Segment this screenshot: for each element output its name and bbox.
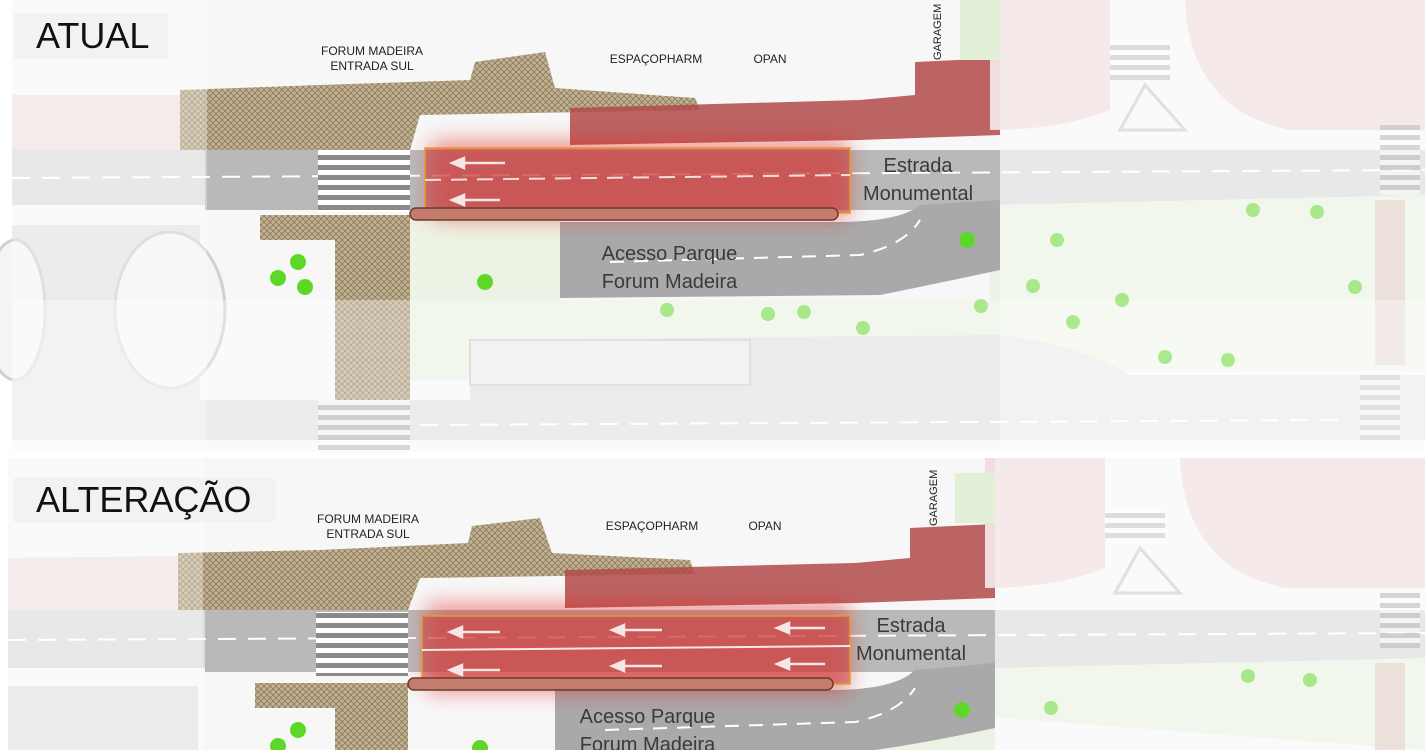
poi-garagem: GARAGEM — [932, 3, 944, 60]
sidewalk-red — [570, 58, 1000, 145]
poi-espacopharm: ESPAÇOPHARM — [609, 52, 703, 66]
sidewalk-corner — [1180, 458, 1425, 588]
map-panel-alteracao: ALTERAÇÃO FORUM MADEIRA ENTRADA SUL ESPA… — [0, 458, 1425, 750]
poi-opan: OPAN — [753, 52, 787, 66]
trees — [270, 669, 1317, 750]
sidewalk-corner — [990, 0, 1110, 130]
poi-forum-madeira-line1: FORUM MADEIRA — [321, 44, 423, 58]
poi-garagem: GARAGEM — [928, 469, 940, 526]
road-label-line1: Estrada — [876, 615, 946, 637]
access-road — [560, 200, 1000, 298]
median-island — [407, 677, 834, 691]
road-label-estrada-monumental: Estrada Monumental — [841, 612, 981, 668]
sidewalk-corner — [985, 458, 1105, 588]
map-drawing-atual — [0, 0, 1425, 450]
lane-arrows — [448, 156, 505, 207]
highlight-lane — [425, 148, 850, 213]
poi-forum-madeira-line2: ENTRADA SUL — [330, 59, 414, 73]
roundabout-island — [1117, 82, 1189, 132]
green-area — [960, 0, 1000, 60]
green-area — [955, 473, 995, 523]
road-label-line1: Estrada — [883, 155, 953, 177]
sidewalk-area — [12, 95, 180, 155]
crosswalk-right — [1380, 125, 1420, 195]
poi-espacopharm: ESPAÇOPHARM — [605, 519, 699, 533]
road-label-line2: Forum Madeira — [601, 271, 738, 293]
poi-forum-madeira-line1: FORUM MADEIRA — [317, 512, 419, 526]
poi-forum-madeira-line2: ENTRADA SUL — [326, 527, 410, 541]
crosswalk — [318, 150, 410, 212]
park-area — [410, 195, 1425, 380]
road-label-line1: Acesso Parque — [601, 243, 738, 265]
sidewalk-corner — [1185, 0, 1425, 130]
road-label-line1: Acesso Parque — [579, 706, 716, 728]
road-label-line2: Monumental — [862, 183, 974, 205]
road-label-acesso-parque: Acesso Parque Forum Madeira — [560, 703, 735, 750]
building-hatch-lower — [260, 215, 410, 400]
trees — [270, 203, 1362, 367]
road-label-line2: Forum Madeira — [579, 734, 716, 750]
building-hatch — [178, 518, 695, 613]
road-label-estrada-monumental: Estrada Monumental — [848, 152, 988, 208]
map-panel-atual: ATUAL FORUM MADEIRA ENTRADA SUL ESPAÇOPH… — [0, 0, 1425, 450]
roundabout-island — [1112, 545, 1184, 595]
poi-opan: OPAN — [748, 519, 782, 533]
crosswalk-top — [1110, 40, 1170, 80]
road-label-line2: Monumental — [855, 643, 967, 665]
panel-title: ATUAL — [14, 14, 168, 58]
poi-forum-madeira: FORUM MADEIRA ENTRADA SUL — [306, 512, 430, 542]
median-island — [409, 207, 839, 221]
poi-forum-madeira: FORUM MADEIRA ENTRADA SUL — [310, 44, 434, 74]
crosswalk — [316, 612, 408, 676]
building-hatch-lower — [255, 683, 408, 750]
left-road-area — [8, 686, 198, 750]
building-hatch — [180, 52, 700, 152]
sidewalk-area — [8, 556, 178, 613]
sidewalk-red — [565, 524, 995, 608]
crosswalk-right — [1380, 593, 1420, 648]
crosswalk-top — [1105, 508, 1165, 543]
panel-title: ALTERAÇÃO — [14, 478, 276, 522]
road-label-acesso-parque: Acesso Parque Forum Madeira — [582, 240, 757, 296]
lane-arrows — [446, 621, 825, 677]
